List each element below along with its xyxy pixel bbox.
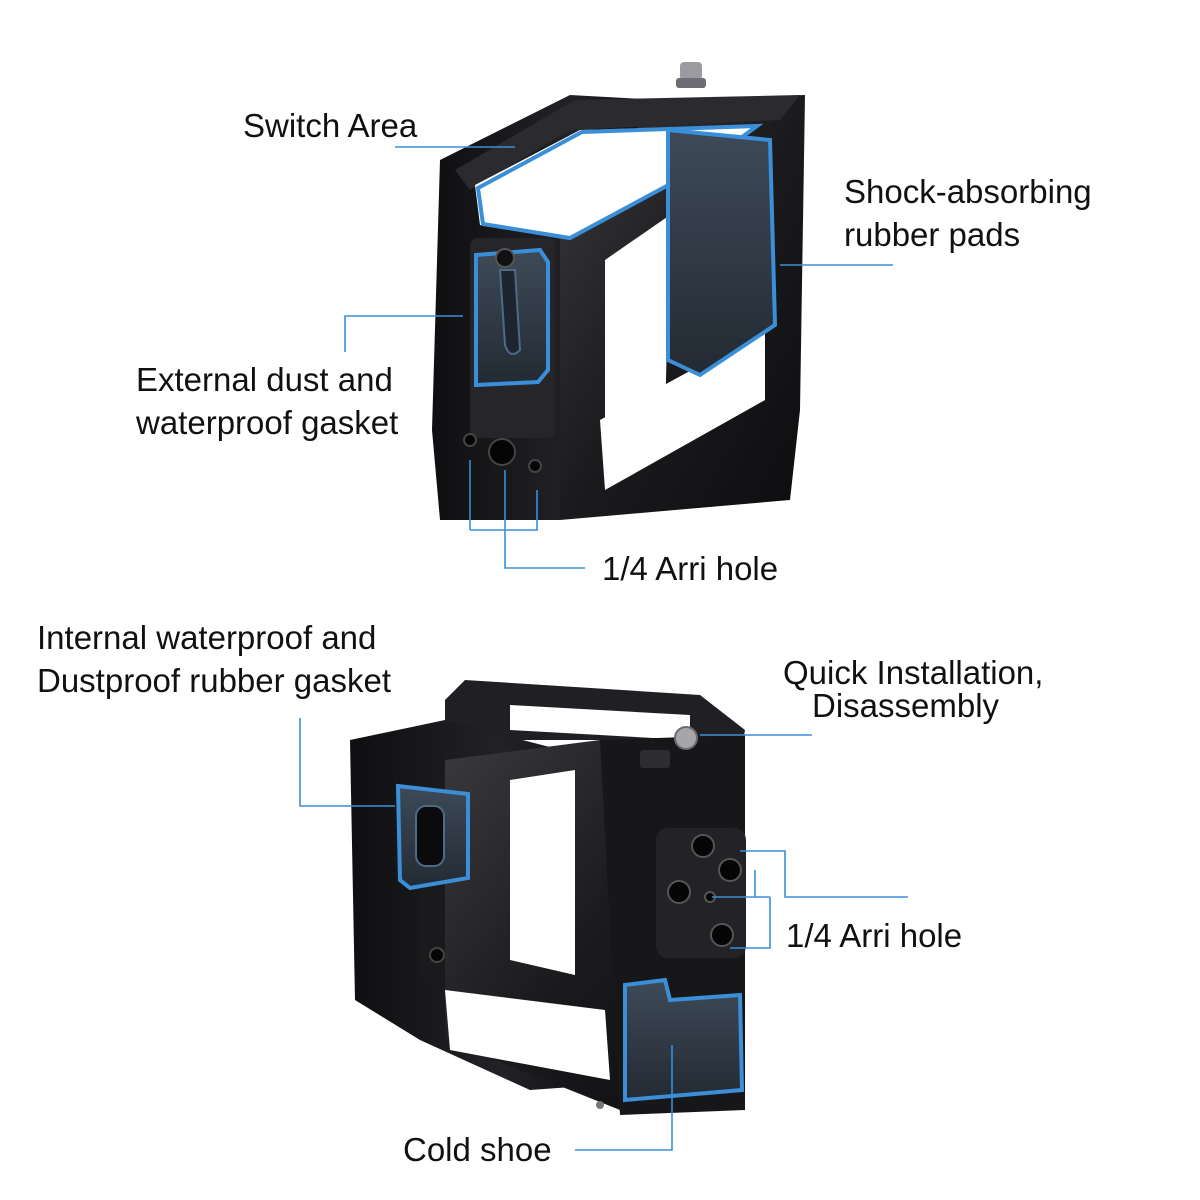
- cold-shoe-outline: [623, 977, 745, 1103]
- top-arri-hole-leader: [469, 460, 585, 569]
- top-cage: [432, 62, 805, 520]
- internal-gasket-leader: [299, 718, 395, 807]
- bottom-cage-front-window: [510, 770, 575, 975]
- bottom-arri-hole-leader: [712, 850, 908, 949]
- top-arri-hole-label: 1/4 Arri hole: [602, 550, 779, 587]
- shock-pad: [666, 127, 778, 378]
- top-arri-hole-center: [488, 438, 516, 466]
- external-gasket-label-line2: waterproof gasket: [136, 404, 399, 441]
- shock-pads-label-line1: Shock-absorbing: [844, 173, 1092, 210]
- top-arri-hole-left: [463, 433, 477, 447]
- bottom-cage: [350, 680, 746, 1115]
- quick-install-label-line2: Disassembly: [812, 687, 1000, 724]
- quick-install-label-line1: Quick Installation,: [783, 654, 1044, 691]
- switch-area-label: Switch Area: [243, 107, 418, 144]
- callout-lines: [299, 146, 908, 1151]
- external-gasket-label-line1: External dust and: [136, 361, 393, 398]
- cold-shoe-label: Cold shoe: [403, 1131, 552, 1168]
- bottom-cage-bottom-window: [445, 990, 610, 1080]
- cold-shoe-leader: [575, 1045, 673, 1151]
- external-gasket-leader: [344, 315, 463, 352]
- shock-pads-label-line2: rubber pads: [844, 216, 1021, 253]
- internal-gasket-label-line1: Internal waterproof and: [37, 619, 377, 656]
- internal-gasket-label-line2: Dustproof rubber gasket: [37, 662, 392, 699]
- top-cage-bottom-window: [600, 330, 765, 490]
- top-arri-hole-right: [528, 459, 542, 473]
- bottom-arri-hole-label: 1/4 Arri hole: [786, 917, 963, 954]
- top-cage-top-rim: [455, 95, 800, 190]
